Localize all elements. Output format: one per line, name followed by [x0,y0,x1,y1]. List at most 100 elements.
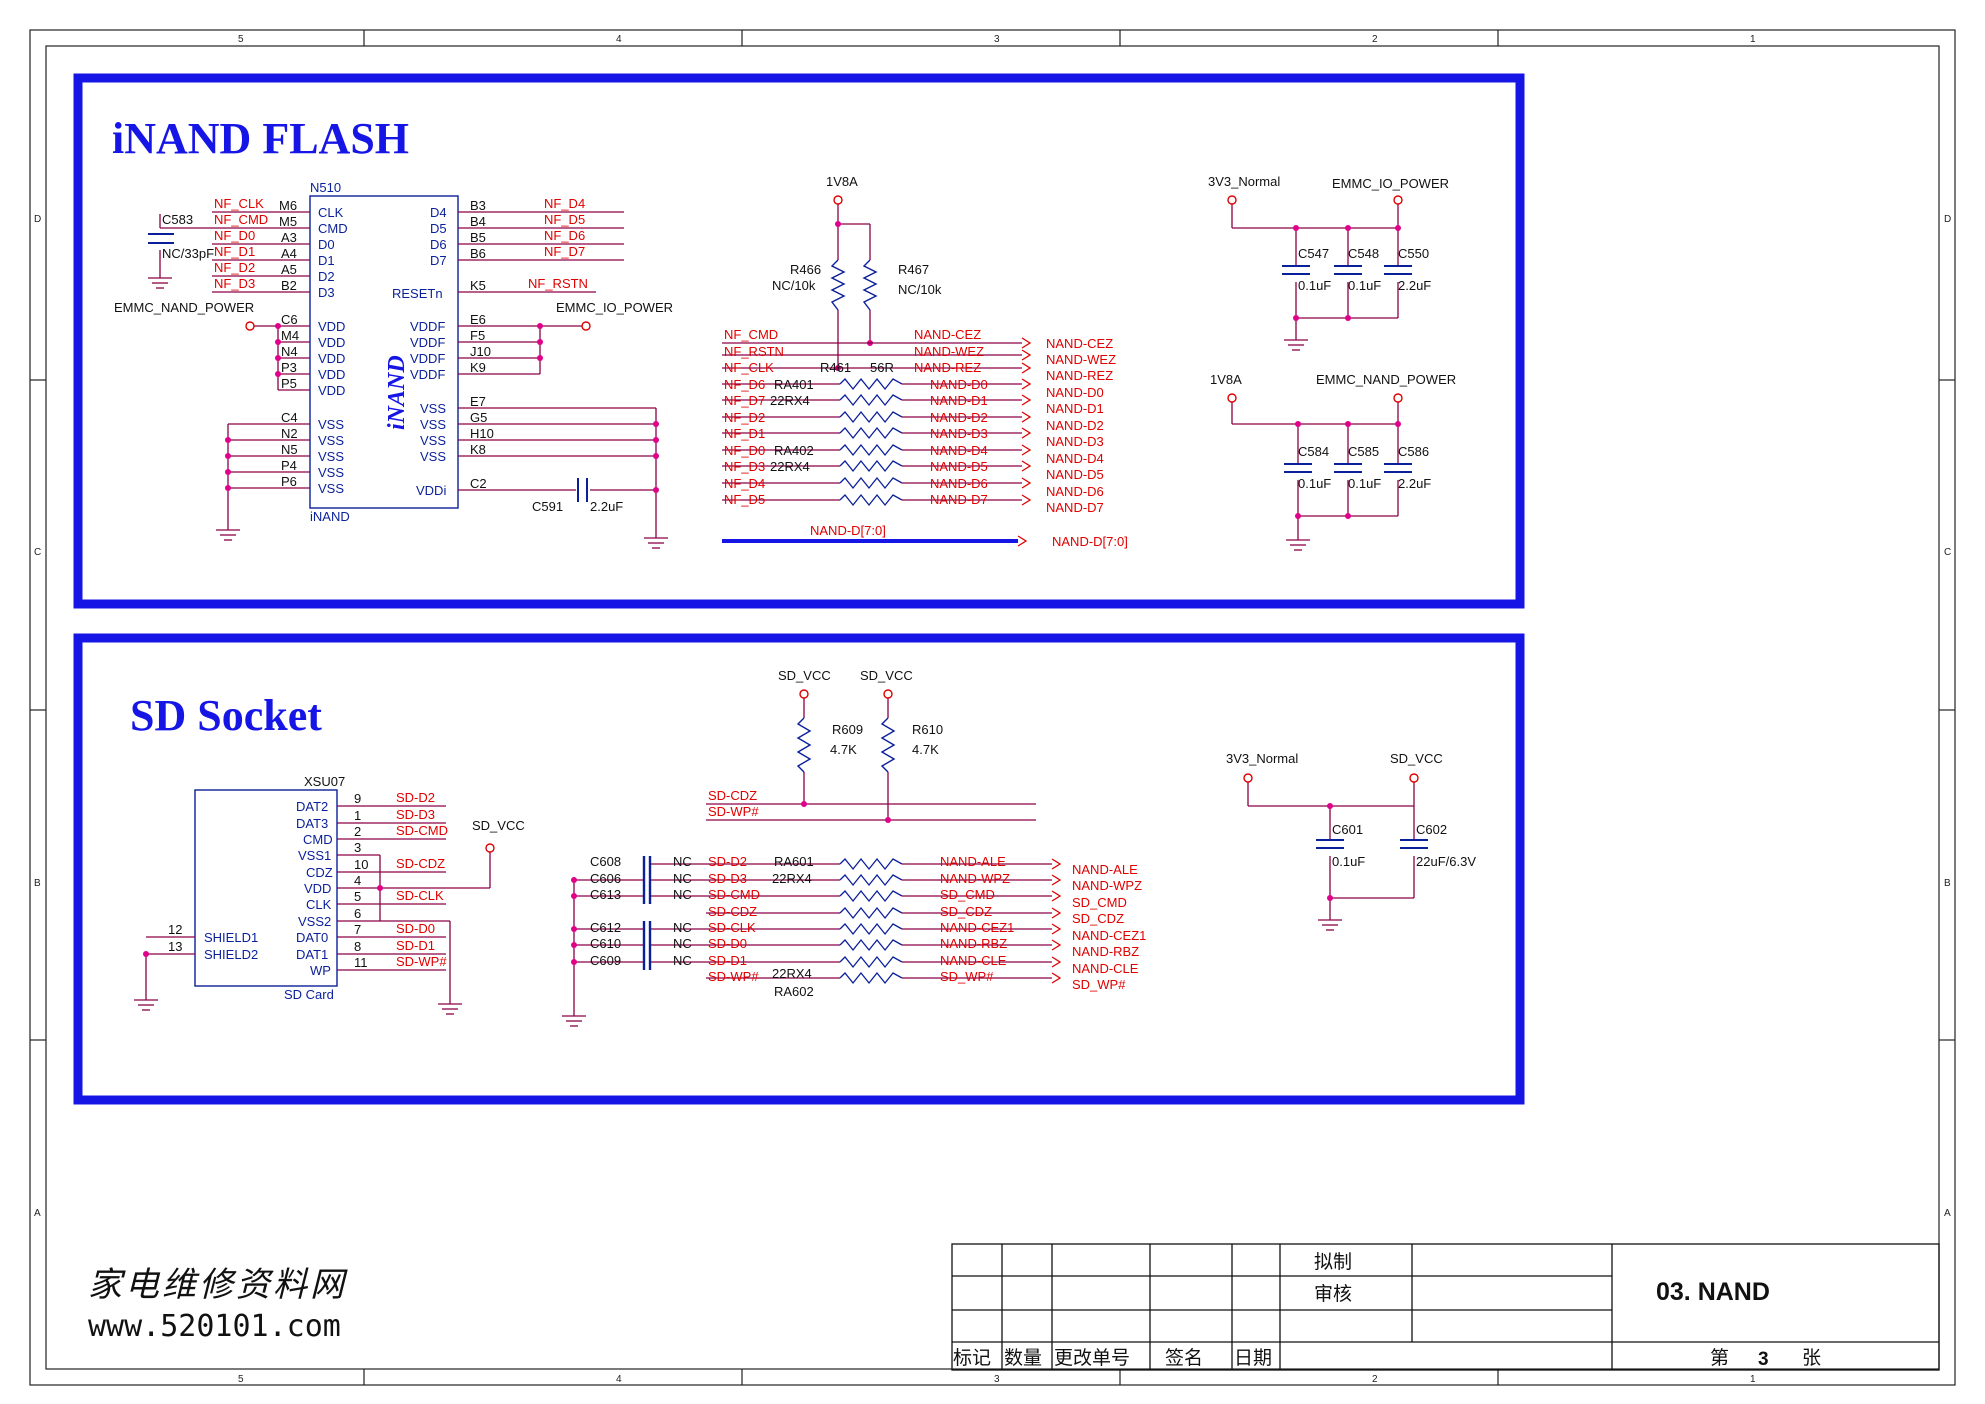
inand-caps [148,233,588,502]
net-label: SD-D3 [708,871,747,886]
cap-ref: C548 [1348,246,1379,261]
watermark-cn: 家电维修资料网 [88,1265,348,1305]
net-label: NAND-D5 [930,459,988,474]
inand-labels: NF_CLK NF_CMD NF_D0 NF_D1 NF_D2 NF_D3 M6… [114,196,673,514]
net-label: NAND-WPZ [940,871,1010,886]
pin-number: H10 [470,426,494,441]
pin-name: CMD [318,221,348,236]
power-net-label: SD_VCC [860,668,913,683]
resistor-ref: R467 [898,262,929,277]
inand-grounds [148,277,668,549]
resistor-value: 22RX4 [770,393,810,408]
net-label: SD-CDZ [708,788,757,803]
watermark-url: www.520101.com [88,1309,341,1344]
col-label: 1 [1750,34,1756,45]
pin-name: VSS [420,417,446,432]
pin-name: RESETn [392,286,443,301]
cap-ref: C586 [1398,444,1429,459]
net-label: SD-CMD [708,887,760,902]
pin-number: P4 [281,458,297,473]
pin-name: D7 [430,253,447,268]
net-label: SD-D0 [708,936,747,951]
pin-number: P6 [281,474,297,489]
net-label: NF_D1 [724,426,765,441]
power-net-label: SD_VCC [1390,751,1443,766]
port-label: NAND-D7 [1046,500,1104,515]
cap-ref: C547 [1298,246,1329,261]
sd-series-network: C608 C606 C613 C612 C610 C609 NC NC NC N… [562,854,1146,1027]
cap-ref: C585 [1348,444,1379,459]
row-label: D [34,214,41,225]
cap-ref: C602 [1416,822,1447,837]
inand-section-title: iNAND FLASH [112,114,409,163]
pin-name: VDDF [410,351,445,366]
pin-number: 7 [354,922,361,937]
nand-series-network: NF_CMD NF_RSTN NF_CLK NF_D6 NF_D7 NF_D2 … [722,327,1128,549]
pin-name: DAT0 [296,930,328,945]
pin-number: N5 [281,442,298,457]
cap-ref: C591 [532,499,563,514]
cap-value: 0.1uF [1348,476,1381,491]
pin-name: VSS [420,433,446,448]
port-label: NAND-D1 [1046,401,1104,416]
pin-number: K9 [470,360,486,375]
net-label: SD-CLK [396,888,444,903]
power-net-label: SD_VCC [778,668,831,683]
pin-name: VDD [318,351,345,366]
bus-label: NAND-D[7:0] [810,523,886,538]
inand-chip: N510 iNAND iNAND [309,180,459,524]
net-label: SD-CLK [708,920,756,935]
header-date: 日期 [1234,1347,1272,1369]
net-label: NAND-D3 [930,426,988,441]
row-label: C [1944,547,1951,558]
net-label: NAND-D2 [930,410,988,425]
net-label: NAND-REZ [914,360,981,375]
port-label: SD_CDZ [1072,911,1124,926]
pin-name: VSS [318,433,344,448]
cap-value: 22uF/6.3V [1416,854,1476,869]
resistor-ref: R609 [832,722,863,737]
net-label: SD_WP# [940,969,994,984]
pin-name: D4 [430,205,447,220]
cap-value: 2.2uF [590,499,623,514]
pin-name: DAT2 [296,799,328,814]
pin-number: 3 [354,840,361,855]
col-label: 4 [616,1374,622,1385]
net-label: NF_RSTN [724,344,784,359]
sheet-border [29,29,1956,1386]
pin-name: D6 [430,237,447,252]
power-net-label: 1V8A [1210,372,1242,387]
pin-name: VSS [318,465,344,480]
pin-number: 13 [168,939,182,954]
draft-label: 拟制 [1314,1251,1352,1273]
net-label: SD-D0 [396,921,435,936]
net-label: NAND-CLE [940,953,1007,968]
power-net-label: 3V3_Normal [1226,751,1298,766]
decap-group-mid: 1V8A EMMC_NAND_POWER C584 0.1uF C585 0.1… [1210,372,1456,551]
net-label: NAND-D0 [930,377,988,392]
cap-value: NC [673,854,692,869]
sd-part: SD Card [284,987,334,1002]
pin-name: VDDF [410,335,445,350]
pin-number: 6 [354,906,361,921]
pin-number: J10 [470,344,491,359]
sheet-suffix: 张 [1802,1347,1821,1369]
sd-pullups: SD_VCC SD_VCC R609 4.7K R610 4.7K SD-CDZ… [706,668,1036,823]
pin-number: P3 [281,360,297,375]
port-label: NAND-WEZ [1046,352,1116,367]
port-label: NAND-D5 [1046,467,1104,482]
inand-power-ports [245,321,591,331]
net-label: NAND-D6 [930,476,988,491]
net-label: NF_D6 [724,377,765,392]
pin-number: 2 [354,824,361,839]
net-label: SD-CDZ [396,856,445,871]
inand-section-frame [73,73,1525,609]
port-label: NAND-CEZ [1046,336,1113,351]
net-label: NF_D7 [544,244,585,259]
net-label: NAND-RBZ [940,936,1007,951]
net-label: NF_D5 [544,212,585,227]
power-net-label: EMMC_IO_POWER [1332,176,1449,191]
pin-number: P5 [281,376,297,391]
pin-number: 12 [168,922,182,937]
pin-name: VDDi [416,483,446,498]
